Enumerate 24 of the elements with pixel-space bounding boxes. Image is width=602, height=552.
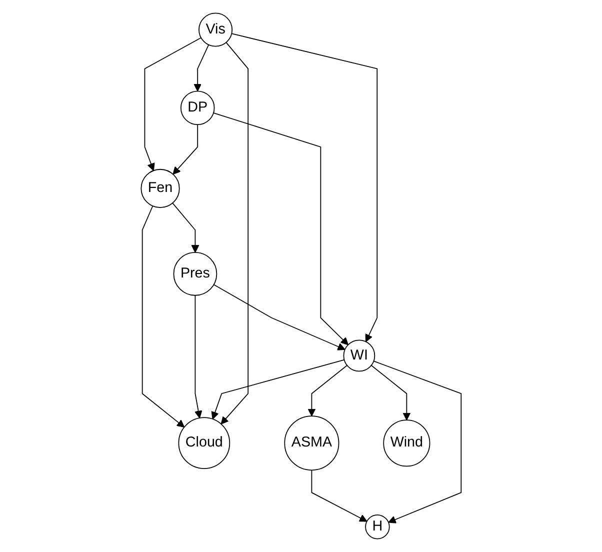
arrow [370,364,410,420]
node-circle: Vis [198,12,232,47]
arrow [142,206,184,428]
arrow [172,124,198,175]
arrow [231,33,378,342]
node-circle: ASMA [284,416,340,471]
node-circle: Cloud [178,417,230,470]
node-circle: WI [343,340,375,372]
node-circle: Pres [173,252,217,296]
arrow [311,470,368,522]
arrow [172,202,199,253]
node-circle: Fen [140,168,180,208]
arrow [212,112,348,346]
arrow [220,42,248,424]
node-circle: H [364,514,390,540]
arrow [211,359,345,420]
node-circle: Wind [383,420,430,467]
arrow [194,294,202,418]
node-circle: DP [180,90,215,125]
arrow [308,364,348,416]
arrow [144,37,202,171]
arrow [373,360,462,524]
arrow [194,44,209,92]
arrow [213,284,346,350]
